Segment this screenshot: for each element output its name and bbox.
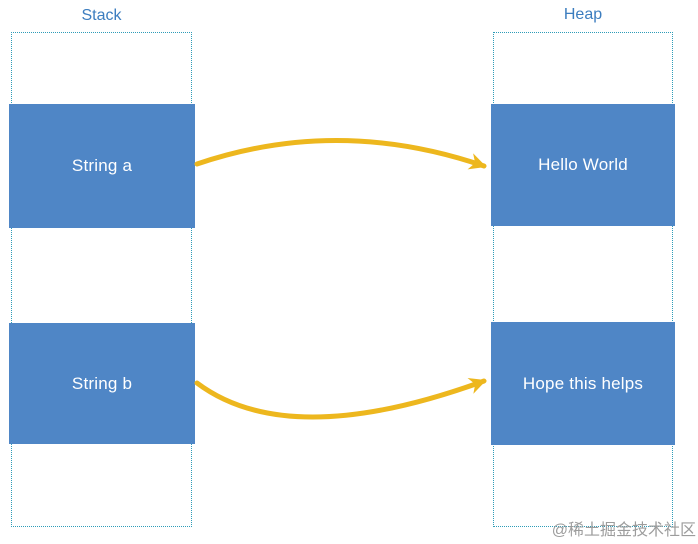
stack-cell-string-b: String b: [9, 323, 195, 444]
arrow-string-b-to-hope-this-helps: [194, 377, 487, 420]
stack-title: Stack: [81, 7, 122, 24]
heap-cell-hope-this-helps: Hope this helps: [491, 322, 675, 445]
arrow-string-a-to-hello-world: [194, 138, 487, 170]
heap-title: Heap: [563, 6, 603, 23]
heap-cell-hello-world: Hello World: [491, 104, 675, 226]
stack-cell-string-a: String a: [9, 104, 195, 228]
watermark: @稀土掘金技术社区: [551, 522, 696, 539]
